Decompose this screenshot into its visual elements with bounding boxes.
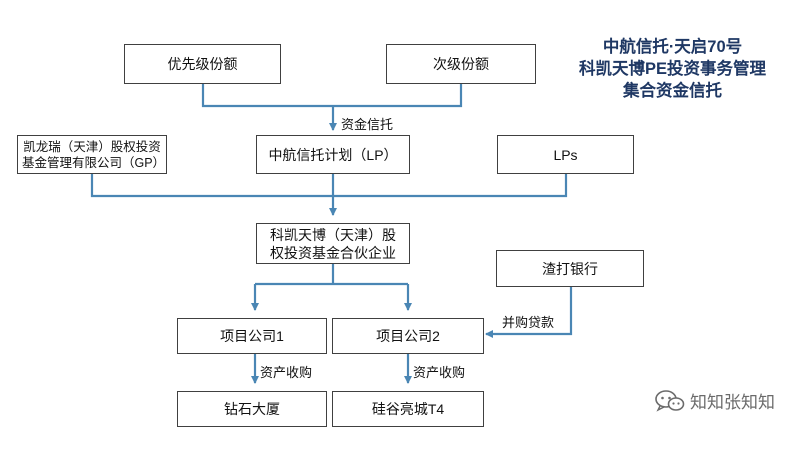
node-partnership: 科凯天博（天津）股权投资基金合伙企业 — [256, 223, 410, 264]
node-standard-chartered: 渣打银行 — [496, 250, 644, 287]
connector-subordinate-share — [333, 84, 463, 108]
edge-label-asset-acquisition-2: 资产收购 — [413, 365, 466, 380]
connector-priority-share — [201, 84, 333, 108]
watermark: 知知张知知 — [655, 388, 775, 413]
watermark-text: 知知张知知 — [690, 393, 775, 412]
node-avic-trust-plan: 中航信托计划（LP） — [256, 135, 410, 174]
node-diamond-building: 钻石大厦 — [177, 391, 327, 427]
connector-gp — [90, 174, 333, 198]
node-project-company-1: 项目公司1 — [177, 318, 327, 354]
connector-lps — [333, 174, 568, 198]
diagram-title: 中航信托·天启70号 科凯天博PE投资事务管理 集合资金信托 — [565, 36, 780, 102]
node-gp: 凯龙瑞（天津）股权投资基金管理有限公司（GP） — [17, 135, 167, 174]
edge-label-trust-funds: 资金信托 — [341, 117, 394, 132]
node-project-company-2: 项目公司2 — [332, 318, 484, 354]
node-priority-share: 优先级份额 — [124, 44, 281, 84]
wechat-icon — [655, 389, 685, 412]
edge-label-acquisition-loan: 并购贷款 — [502, 315, 555, 330]
node-lps: LPs — [497, 135, 634, 174]
title-line-3: 集合资金信托 — [623, 82, 722, 100]
connector-acquisition-loan-arrow — [485, 287, 573, 338]
title-line-1: 中航信托·天启70号 — [602, 38, 743, 56]
title-line-2: 科凯天博PE投资事务管理 — [578, 60, 766, 78]
node-silicon-valley-city: 硅谷亮城T4 — [332, 391, 484, 427]
connector-partnership-split — [255, 264, 408, 286]
node-subordinate-share: 次级份额 — [386, 44, 536, 84]
edge-label-asset-acquisition-1: 资产收购 — [260, 365, 313, 380]
